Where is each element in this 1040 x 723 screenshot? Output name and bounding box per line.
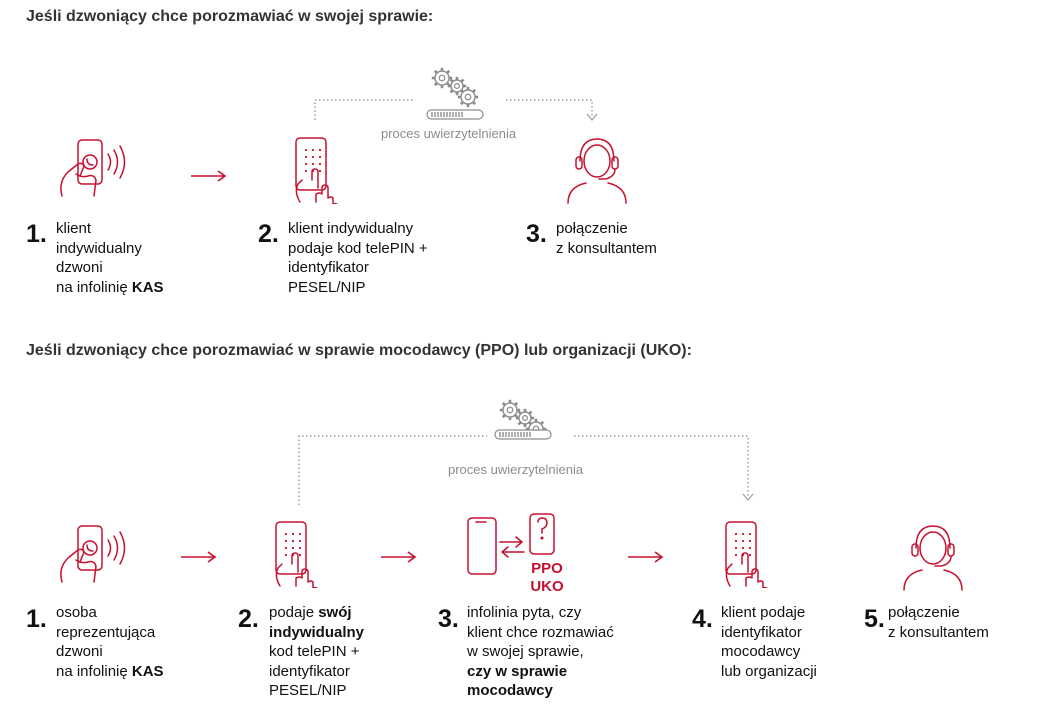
step-text-line: na infolinię KAS [56,662,164,680]
step-description: podaje swój indywidualny kod telePIN + iden… [269,603,364,701]
section2-heading: Jeśli dzwoniący chce porozmawiać w spraw… [26,342,692,359]
phone-calling-icon [60,139,126,197]
ppo-label: PPO [531,560,563,577]
step-text-line: dzwoni [56,643,103,660]
step-description: klient indywidualny podaje kod telePIN + i… [288,219,428,297]
consultant-headset-icon [903,525,963,591]
step-description: klient indywidualny dzwoni na infolinię KAS [56,219,164,297]
step-text-line: czy w sprawie [467,662,568,680]
step-text-line: identyfikator [721,623,802,641]
step-text-line: połączenie [556,220,628,237]
step-text-line: klient chce rozmawiać [467,623,614,641]
step-text-line: dzwoni [56,259,103,276]
uko-label: UKO [530,578,564,595]
step-text-line: identyfikator [288,259,369,276]
step-description: klient podaje identyfikator mocodawcy lub o… [721,603,817,681]
step-text-line: reprezentująca [56,623,156,641]
step-number: 3. [438,605,459,633]
step-text-line: w swojej sprawie, [467,643,584,660]
keypad-phone-icon [295,137,338,204]
step-text-line: PESEL/NIP [288,278,366,296]
arrow-right-icon [381,551,417,563]
arrow-right-icon [628,551,664,563]
step-text-line: klient [56,220,92,237]
step-text-line: z konsultantem [556,239,657,257]
gears-progress-icon [426,67,484,120]
step-number: 3. [526,220,547,248]
step-text-line: indywidualny [269,623,365,641]
step-text-line: klient podaje [721,604,806,621]
step-text-line: osoba [56,604,97,621]
gears-progress-icon [494,399,552,440]
arrow-right-icon [191,170,227,182]
step-text-line: podaje swój [269,604,352,621]
step-number: 1. [26,605,47,633]
step-description: osoba reprezentująca dzwoni na infolinię KA… [56,603,164,681]
step-number: 2. [238,605,259,633]
step-number: 1. [26,220,47,248]
step-number: 5. [864,605,885,633]
step-text-line: indywidualny [56,239,142,257]
step-number: 2. [258,220,279,248]
step-text-line: kod telePIN + [269,643,360,660]
section1-heading: Jeśli dzwoniący chce porozmawiać w swoje… [26,8,434,25]
step-text-line: mocodawcy [467,682,553,699]
keypad-phone-icon [725,521,768,588]
step-text-line: podaje kod telePIN + [288,239,428,257]
consultant-headset-icon [567,138,627,204]
step-text-line: klient indywidualny [288,220,414,237]
step-description: połączenie z konsultantem [888,603,989,642]
step-text-line: lub organizacji [721,662,817,680]
step-number: 4. [692,605,713,633]
step-text-line: infolinia pyta, czy [467,604,582,621]
step-description: połączenie z konsultantem [556,219,657,258]
arrow-down-icon [742,493,754,501]
step-text-line: PESEL/NIP [269,682,347,699]
step-text-line: z konsultantem [888,623,989,641]
auth-process-label: proces uwierzytelnienia [381,126,517,141]
step-text-line: mocodawcy [721,643,801,660]
step-description: infolinia pyta, czy klient chce rozmawiać… [467,603,614,701]
step-text-line: połączenie [888,604,960,621]
phone-transfer-question-icon [467,513,555,575]
arrow-right-icon [181,551,217,563]
step-text-line: identyfikator [269,662,350,680]
keypad-phone-icon [275,521,318,588]
arrow-down-icon [586,113,598,121]
auth-process-label: proces uwierzytelnienia [448,462,584,477]
phone-calling-icon [60,525,126,583]
step-text-line: na infolinię KAS [56,278,164,296]
